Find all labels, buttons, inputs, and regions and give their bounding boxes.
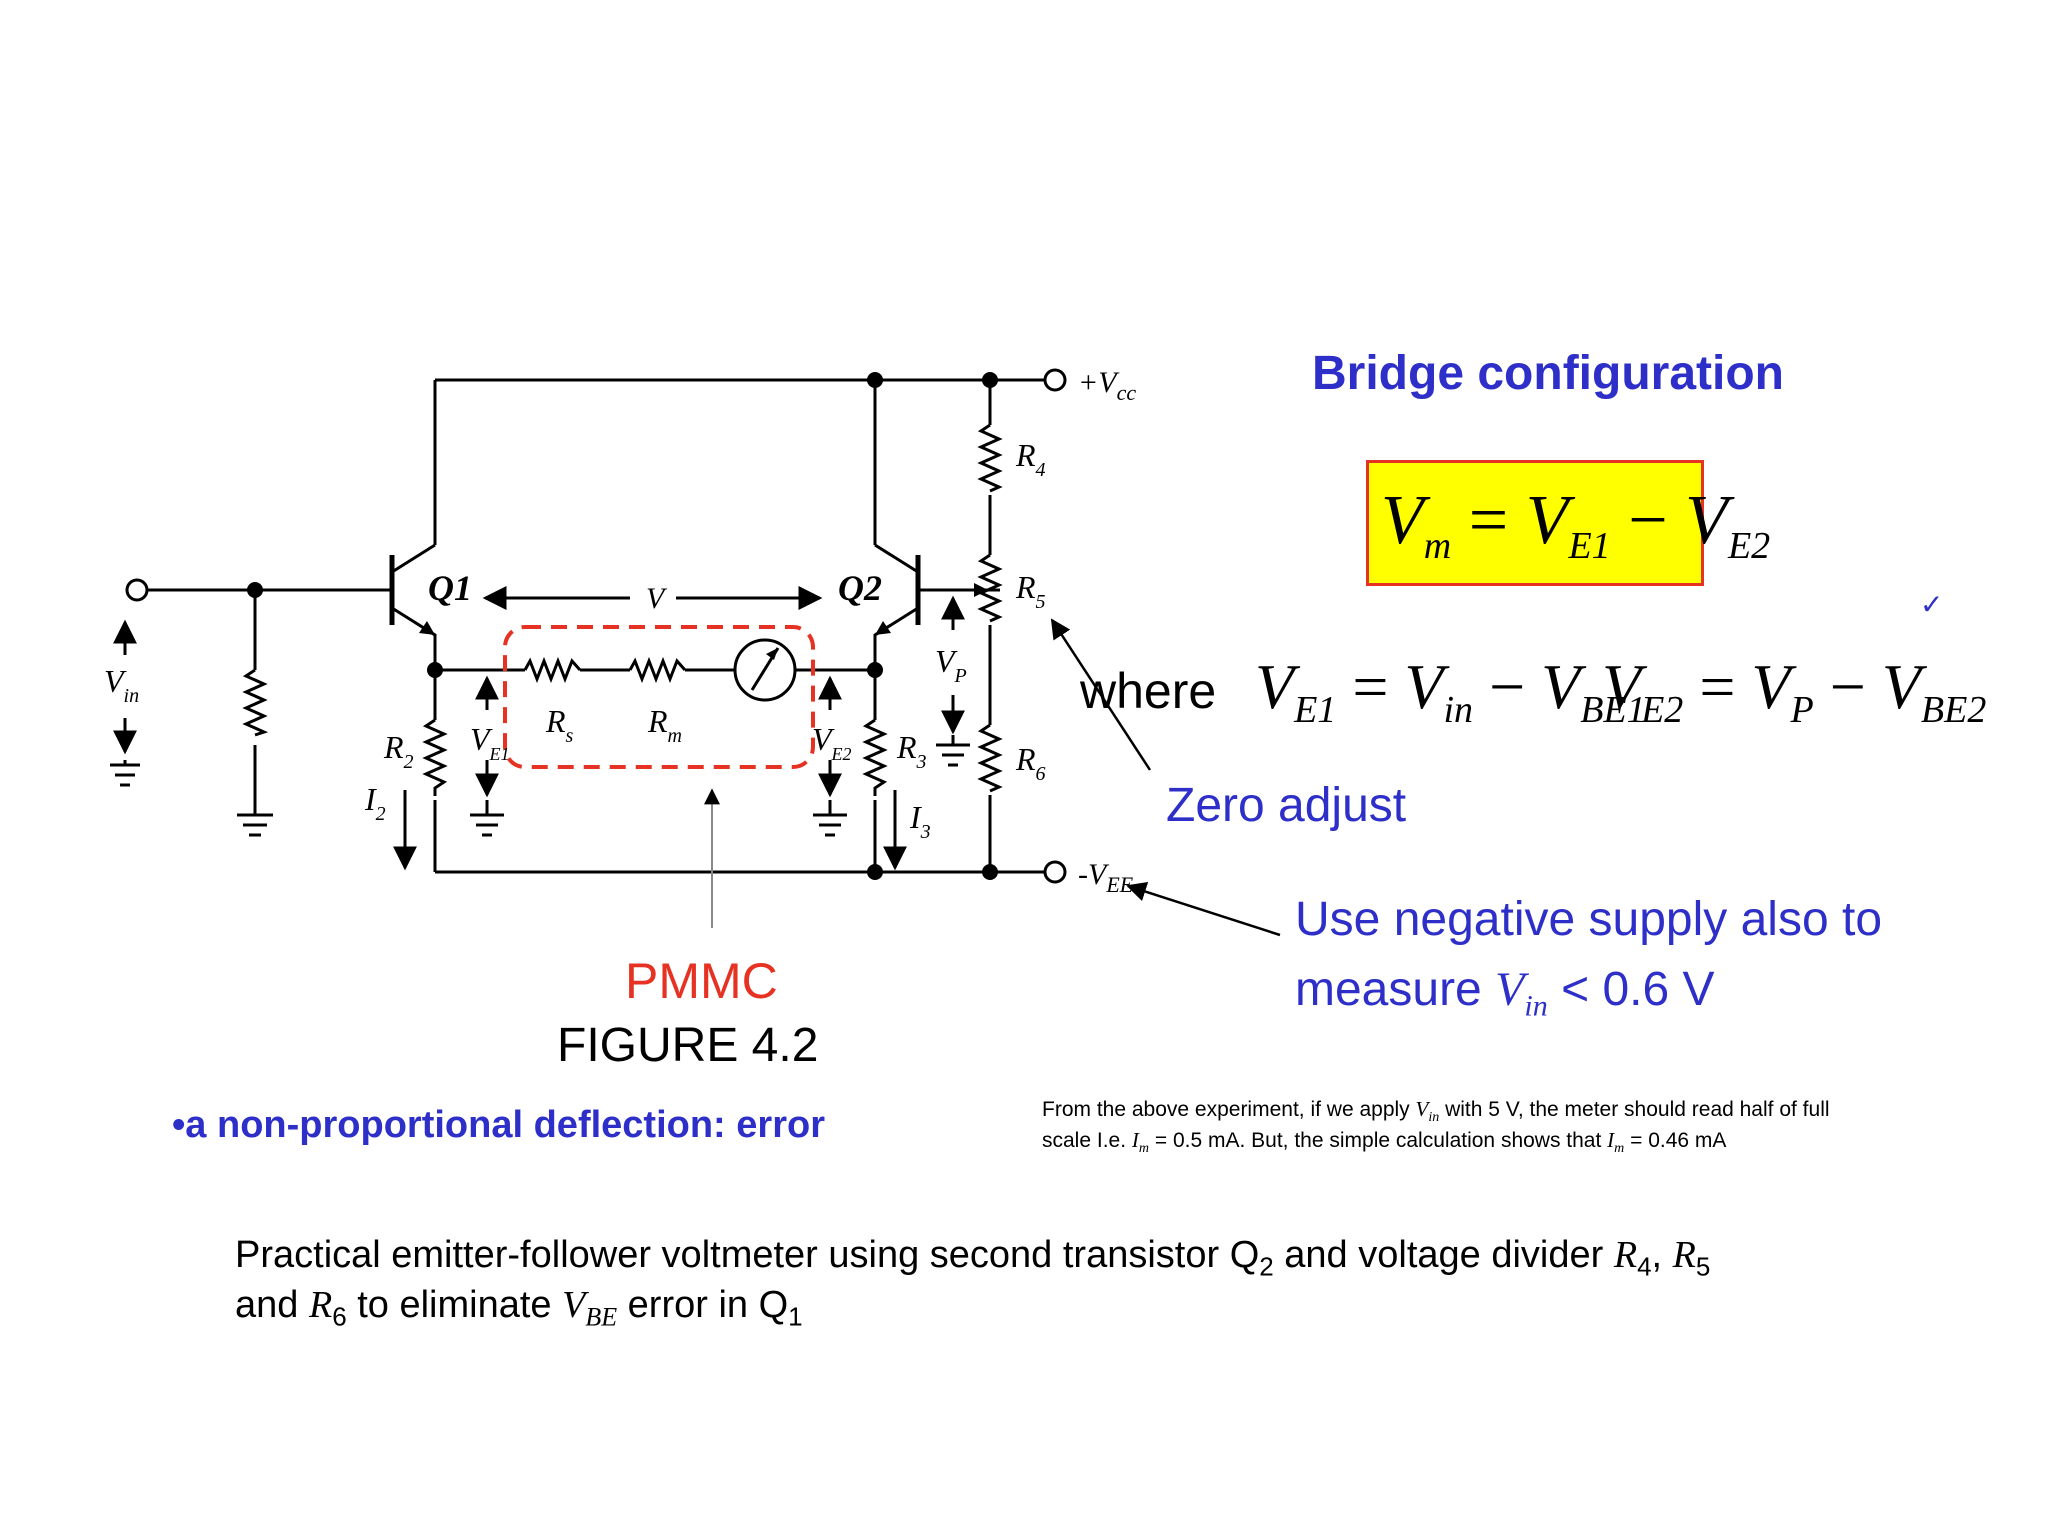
negative-supply-line2: measure Vin < 0.6 V [1295, 963, 1715, 1023]
q1-emitter-lead [391, 606, 437, 670]
caption-line2: and R6 to eliminate VBE error in Q1 [235, 1284, 803, 1332]
figure-caption: Practical emitter-follower voltmeter usi… [235, 1230, 2015, 1330]
terminals [125, 368, 1067, 884]
zero-adjust-pointer [1050, 618, 1152, 771]
ground-icon [110, 760, 140, 787]
q2-label: Q2 [838, 568, 882, 608]
negative-supply-line1: Use negative supply also to [1295, 893, 1883, 946]
zero-adjust-label: Zero adjust [1166, 779, 1407, 832]
check-mark: ✓ [1920, 588, 1944, 621]
ground-icon [470, 800, 504, 837]
r4-resistor [977, 423, 1003, 493]
pmmc-label: PMMC [625, 953, 778, 1009]
q2-emitter-lead [873, 606, 919, 670]
q2-collector-lead [874, 543, 919, 574]
input-resistor [242, 668, 269, 737]
formula-vm: Vm = VE1 − VE2 [1381, 482, 1771, 567]
formula-box: Vm = VE1 − VE2 [1366, 460, 1770, 586]
vee-terminal [1043, 860, 1067, 884]
experiment-line1: From the above experiment, if we apply V… [1042, 1097, 1830, 1126]
r3-label: R3 [896, 729, 927, 773]
vp-label: VP [935, 643, 967, 687]
rs-label: Rs [545, 703, 574, 747]
vin-label: Vin [104, 663, 139, 707]
input-terminal [125, 578, 149, 602]
caption-line1: Practical emitter-follower voltmeter usi… [235, 1234, 1711, 1282]
grounds [110, 735, 970, 837]
q2-emitter-arrow [875, 621, 891, 635]
i3-label: I3 [909, 799, 931, 843]
where-label: where [1080, 663, 1217, 719]
circuit-labels: +Vcc -VEE Q1 Q2 V Vin R2 R3 R4 R5 R6 Rs … [104, 366, 1136, 897]
i2-label: I2 [364, 781, 386, 825]
meter-symbol [733, 638, 797, 702]
pmmc-box [503, 625, 815, 769]
experiment-note: From the above experiment, if we apply V… [1042, 1094, 2002, 1156]
formula-ve1: VE1 = Vin − VBE1 [1255, 651, 1646, 731]
r2-label: R2 [383, 729, 414, 773]
resistors [242, 423, 1003, 796]
r6-label: R6 [1015, 741, 1046, 785]
q1-collector-lead [391, 543, 436, 574]
vcc-label: +Vcc [1078, 366, 1136, 405]
r3-resistor [862, 718, 888, 796]
figure-label: FIGURE 4.2 [557, 1019, 819, 1072]
rm-resistor [628, 656, 687, 684]
ve1-label: VE1 [470, 721, 510, 764]
r5-wiper-arrow [974, 583, 988, 597]
r5-label: R5 [1015, 569, 1046, 613]
v-label: V [646, 582, 668, 615]
r2-resistor [422, 718, 448, 796]
junction-dots [247, 372, 998, 880]
r4-label: R4 [1015, 437, 1046, 481]
vcc-terminal [1043, 368, 1067, 392]
r6-resistor [977, 723, 1003, 793]
rm-label: Rm [647, 703, 682, 747]
q1-label: Q1 [428, 568, 472, 608]
q1-emitter-arrow [419, 621, 435, 635]
page-title: Bridge configuration [1312, 347, 1784, 400]
ve2-label: VE2 [812, 721, 852, 764]
experiment-line2: scale I.e. Im = 0.5 mA. But, the simple … [1042, 1128, 1727, 1157]
formula-ve2: VE2 = VP − VBE2 [1602, 651, 1987, 731]
ground-icon [936, 735, 970, 767]
vee-label: -VEE [1078, 858, 1134, 897]
bullet-point: •a non-proportional deflection: error [172, 1104, 825, 1146]
ground-icon [813, 800, 847, 837]
arrows [113, 586, 1281, 937]
negative-supply-pointer [1126, 882, 1281, 937]
rs-resistor [523, 656, 582, 684]
ground-icon [237, 813, 273, 837]
